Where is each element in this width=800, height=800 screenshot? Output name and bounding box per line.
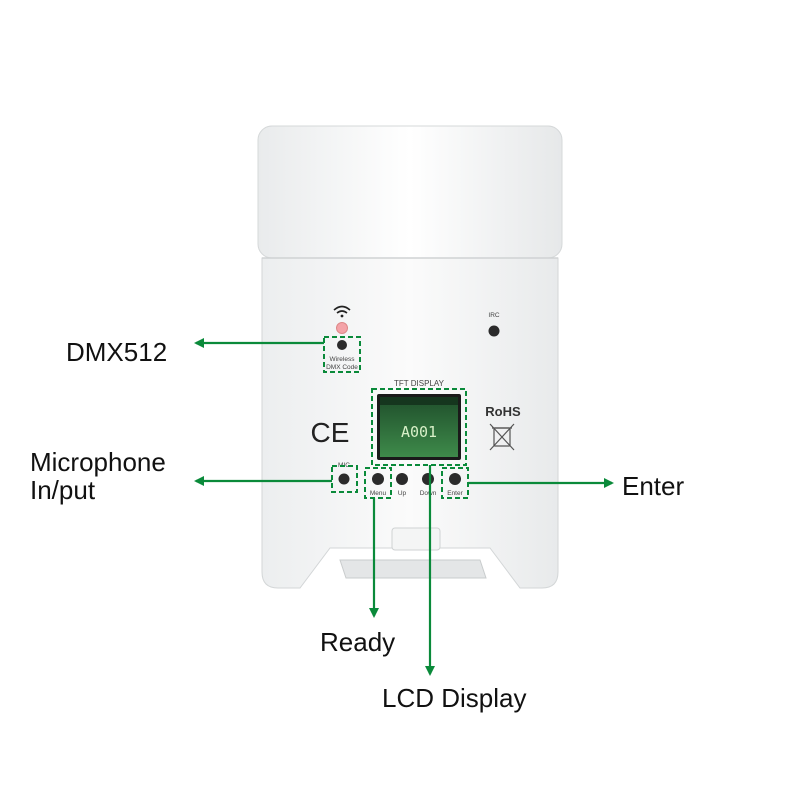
rohs-logo: RoHS [485, 404, 521, 419]
down-button[interactable] [422, 473, 434, 485]
wireless-dmx-code-button[interactable] [337, 340, 347, 350]
enter-callout: Enter [622, 471, 684, 501]
irc-receiver [488, 325, 500, 337]
enter-button[interactable] [449, 473, 461, 485]
enter-button-label: Enter [447, 490, 463, 497]
irc-label: IRC [488, 312, 500, 319]
fixture-top-cap [257, 125, 563, 259]
fixture-base-plate [339, 559, 487, 579]
lcd-display-callout: LCD Display [382, 683, 527, 713]
wireless-label-line2: DMX Code [326, 364, 358, 371]
dmx512-callout: DMX512 [66, 337, 167, 367]
lcd-screen-text: A001 [401, 423, 437, 441]
up-button[interactable] [396, 473, 408, 485]
menu-highlight-box [364, 467, 392, 499]
microphone-callout-line1: Microphone [30, 447, 166, 477]
mic-jack [338, 473, 350, 485]
wireless-label-line1: Wireless [330, 356, 356, 363]
tft-display-label: TFT DISPLAY [394, 379, 445, 388]
mic-highlight-box [331, 465, 358, 493]
fixture-body [257, 125, 563, 589]
down-button-label: Down [420, 490, 437, 497]
lcd-screen: A001 [377, 394, 461, 460]
microphone-callout-line2: In/put [30, 475, 96, 505]
dmx512-highlight-box [323, 336, 361, 373]
wifi-icon [333, 305, 351, 318]
weee-bin-icon [489, 423, 515, 451]
ce-mark: CE [311, 417, 350, 448]
ready-callout: Ready [320, 627, 395, 657]
wireless-status-led [336, 322, 348, 334]
menu-button-label: Menu [370, 490, 387, 497]
menu-button[interactable] [372, 473, 384, 485]
fixture-handle-tab [391, 527, 441, 551]
up-button-label: Up [398, 490, 407, 497]
lcd-highlight-box [371, 388, 467, 466]
